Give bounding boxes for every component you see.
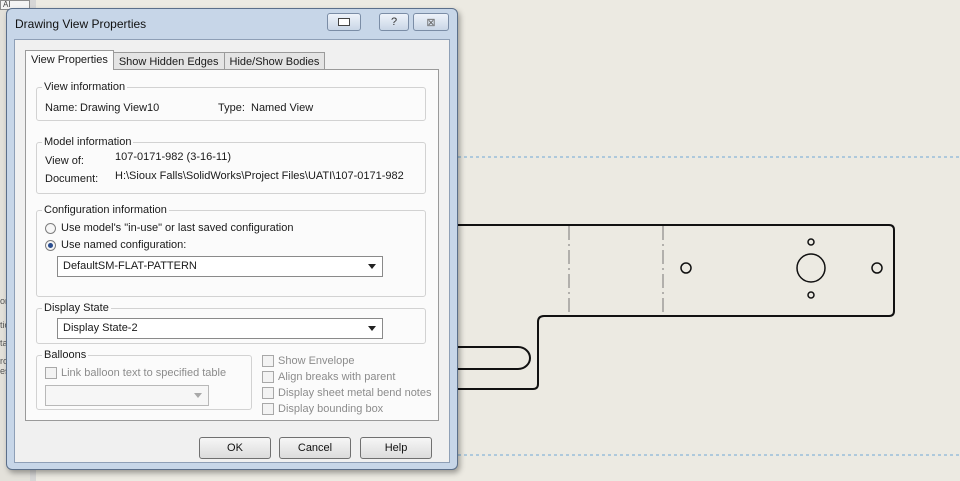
model-information-title: Model information bbox=[42, 136, 134, 148]
cancel-button[interactable]: Cancel bbox=[279, 437, 351, 459]
tab-hide-show-bodies[interactable]: Hide/Show Bodies bbox=[223, 52, 326, 70]
chevron-down-icon bbox=[194, 393, 202, 398]
hole-top-small bbox=[807, 238, 815, 246]
use-named-config-radio[interactable] bbox=[45, 240, 56, 251]
named-configuration-value: DefaultSM-FLAT-PATTERN bbox=[63, 260, 197, 272]
tab-view-properties[interactable]: View Properties bbox=[25, 50, 114, 70]
view-properties-panel: View information Name: Drawing View10 Ty… bbox=[25, 69, 439, 421]
show-envelope-checkbox[interactable] bbox=[262, 355, 274, 367]
use-in-use-config-label[interactable]: Use model's "in-use" or last saved confi… bbox=[61, 222, 294, 234]
view-information-group: View information Name: Drawing View10 Ty… bbox=[36, 81, 426, 121]
tab-show-hidden-edges[interactable]: Show Hidden Edges bbox=[112, 52, 225, 70]
drawing-view-properties-dialog: Drawing View Properties ? ⊠ View Propert… bbox=[6, 8, 458, 470]
view-name-label: Name: bbox=[45, 102, 78, 114]
left-panel-fragment: tio bbox=[0, 320, 10, 330]
view-type-value: Named View bbox=[251, 102, 314, 114]
tab-strip: View Properties Show Hidden Edges Hide/S… bbox=[25, 50, 326, 70]
use-in-use-config-radio[interactable] bbox=[45, 223, 56, 234]
part-outline bbox=[458, 224, 895, 390]
hole-large bbox=[796, 253, 826, 283]
view-type-label: Type: bbox=[218, 102, 245, 114]
named-configuration-select[interactable]: DefaultSM-FLAT-PATTERN bbox=[57, 256, 383, 277]
link-balloon-checkbox[interactable] bbox=[45, 367, 57, 379]
document-label: Document: bbox=[45, 173, 99, 185]
configuration-information-group: Configuration information Use model's "i… bbox=[36, 204, 426, 297]
view-of-label: View of: bbox=[45, 155, 84, 167]
balloon-table-select[interactable] bbox=[45, 385, 209, 406]
chevron-down-icon bbox=[368, 264, 376, 269]
pin-icon bbox=[338, 18, 350, 26]
display-state-value: Display State-2 bbox=[63, 322, 138, 334]
display-bounding-box-label[interactable]: Display bounding box bbox=[278, 403, 384, 415]
left-panel-fragment: es bbox=[0, 366, 10, 376]
view-name-value: Drawing View10 bbox=[80, 102, 160, 114]
close-button[interactable]: ⊠ bbox=[413, 13, 449, 31]
left-panel-dropdown-label: AI bbox=[3, 0, 11, 9]
model-information-group: Model information View of: 107-0171-982 … bbox=[36, 136, 426, 194]
link-balloon-label[interactable]: Link balloon text to specified table bbox=[61, 367, 227, 379]
ok-button[interactable]: OK bbox=[199, 437, 271, 459]
display-state-group: Display State Display State-2 bbox=[36, 302, 426, 344]
left-panel-fragment: on bbox=[0, 296, 11, 306]
dialog-title: Drawing View Properties bbox=[15, 17, 147, 31]
part-slot bbox=[458, 346, 531, 370]
use-named-config-label[interactable]: Use named configuration: bbox=[61, 239, 187, 251]
view-information-title: View information bbox=[42, 81, 128, 93]
document-path-value: H:\Sioux Falls\SolidWorks\Project Files\… bbox=[115, 170, 404, 182]
align-breaks-checkbox[interactable] bbox=[262, 371, 274, 383]
dialog-client-area: View Properties Show Hidden Edges Hide/S… bbox=[14, 39, 450, 463]
view-of-value: 107-0171-982 (3-16-11) bbox=[115, 151, 231, 163]
balloons-group: Balloons Link balloon text to specified … bbox=[36, 349, 252, 410]
display-bounding-box-checkbox[interactable] bbox=[262, 403, 274, 415]
display-state-select[interactable]: Display State-2 bbox=[57, 318, 383, 339]
help-button[interactable]: Help bbox=[360, 437, 432, 459]
hole-bottom-small bbox=[807, 291, 815, 299]
help-icon: ? bbox=[390, 16, 398, 28]
chevron-down-icon bbox=[368, 326, 376, 331]
show-envelope-label[interactable]: Show Envelope bbox=[278, 355, 355, 367]
pin-button[interactable] bbox=[327, 13, 361, 31]
balloons-title: Balloons bbox=[42, 349, 89, 361]
hole-left bbox=[680, 262, 692, 274]
help-title-button[interactable]: ? bbox=[379, 13, 409, 31]
left-panel-fragment: ta bbox=[0, 338, 8, 348]
configuration-information-title: Configuration information bbox=[42, 204, 169, 216]
display-bend-notes-checkbox[interactable] bbox=[262, 387, 274, 399]
left-panel-fragment: ro bbox=[0, 356, 9, 366]
display-state-title: Display State bbox=[42, 302, 111, 314]
dialog-titlebar[interactable]: Drawing View Properties ? ⊠ bbox=[7, 9, 457, 39]
close-icon: ⊠ bbox=[426, 16, 436, 29]
align-breaks-label[interactable]: Align breaks with parent bbox=[278, 371, 396, 383]
display-bend-notes-label[interactable]: Display sheet metal bend notes bbox=[278, 387, 432, 399]
hole-right bbox=[871, 262, 883, 274]
